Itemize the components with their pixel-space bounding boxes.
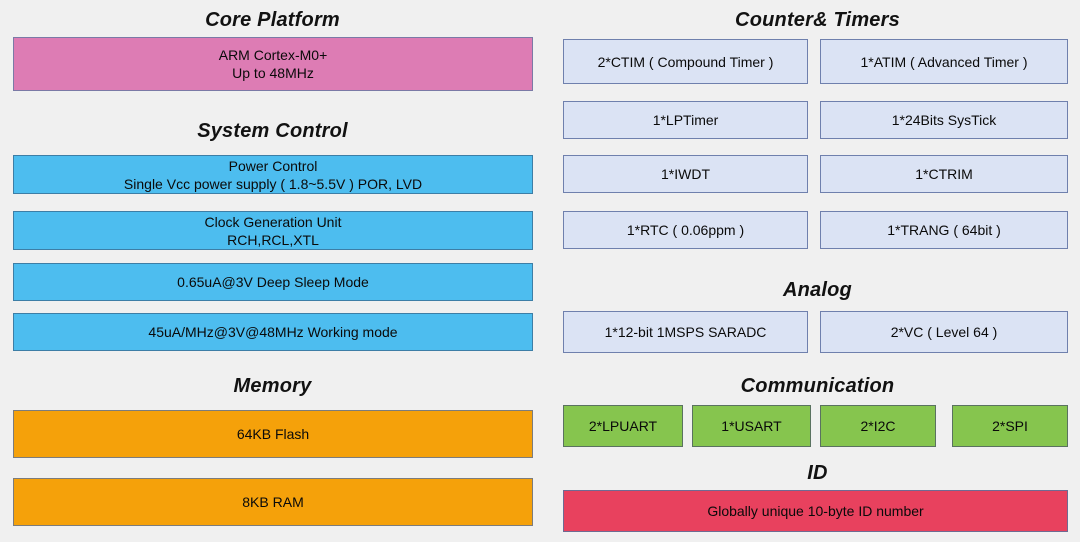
block-ram-label: 8KB RAM [242, 494, 304, 510]
block-systick-label: 1*24Bits SysTick [891, 112, 997, 128]
section-heading-system-control: System Control [197, 120, 348, 142]
block-flash: 64KB Flash [13, 410, 533, 458]
block-ctim: 2*CTIM ( Compound Timer ) [563, 39, 808, 84]
block-usart: 1*USART [692, 405, 811, 447]
block-rtc: 1*RTC ( 0.06ppm ) [563, 211, 808, 249]
block-i2c-label: 2*I2C [860, 418, 896, 434]
block-vc: 2*VC ( Level 64 ) [820, 311, 1068, 353]
block-clock-generation-unit: Clock Generation Unit RCH,RCL,XTL [13, 211, 533, 250]
block-spi-label: 2*SPI [992, 418, 1028, 434]
block-power-control: Power Control Single Vcc power supply ( … [13, 155, 533, 194]
block-usart-label: 1*USART [721, 418, 782, 434]
block-ram: 8KB RAM [13, 478, 533, 526]
block-iwdt-label: 1*IWDT [661, 166, 710, 182]
block-clock-generation-unit-label: Clock Generation Unit RCH,RCL,XTL [204, 213, 342, 248]
block-saradc: 1*12-bit 1MSPS SARADC [563, 311, 808, 353]
block-unique-id-label: Globally unique 10-byte ID number [707, 503, 924, 519]
block-systick: 1*24Bits SysTick [820, 101, 1068, 139]
section-heading-counter-timers: Counter& Timers [735, 9, 900, 31]
block-ctrim: 1*CTRIM [820, 155, 1068, 193]
block-lpuart-label: 2*LPUART [588, 418, 658, 434]
block-deep-sleep-mode: 0.65uA@3V Deep Sleep Mode [13, 263, 533, 301]
block-ctrim-label: 1*CTRIM [915, 166, 973, 182]
right-column: Counter& Timers 2*CTIM ( Compound Timer … [555, 0, 1080, 542]
block-working-mode-label: 45uA/MHz@3V@48MHz Working mode [148, 324, 398, 340]
block-power-control-label: Power Control Single Vcc power supply ( … [123, 157, 423, 192]
block-lptimer-label: 1*LPTimer [652, 112, 719, 128]
block-trang-label: 1*TRANG ( 64bit ) [887, 222, 1001, 238]
block-ctim-label: 2*CTIM ( Compound Timer ) [597, 53, 774, 70]
section-heading-memory: Memory [233, 375, 312, 397]
block-arm-cortex-m0: ARM Cortex-M0+ Up to 48MHz [13, 37, 533, 91]
section-heading-core-platform: Core Platform [205, 9, 340, 31]
block-arm-cortex-m0-label: ARM Cortex-M0+ Up to 48MHz [218, 47, 328, 81]
block-atim-label: 1*ATIM ( Advanced Timer ) [860, 53, 1028, 70]
block-lptimer: 1*LPTimer [563, 101, 808, 139]
block-deep-sleep-mode-label: 0.65uA@3V Deep Sleep Mode [177, 274, 369, 290]
section-heading-id: ID [807, 462, 828, 484]
block-vc-label: 2*VC ( Level 64 ) [890, 324, 998, 340]
block-working-mode: 45uA/MHz@3V@48MHz Working mode [13, 313, 533, 351]
block-unique-id: Globally unique 10-byte ID number [563, 490, 1068, 532]
block-rtc-label: 1*RTC ( 0.06ppm ) [626, 222, 745, 238]
block-trang: 1*TRANG ( 64bit ) [820, 211, 1068, 249]
block-flash-label: 64KB Flash [236, 426, 310, 442]
section-heading-analog: Analog [783, 279, 852, 301]
section-heading-communication: Communication [740, 375, 895, 397]
block-atim: 1*ATIM ( Advanced Timer ) [820, 39, 1068, 84]
block-spi: 2*SPI [952, 405, 1068, 447]
block-i2c: 2*I2C [820, 405, 936, 447]
block-iwdt: 1*IWDT [563, 155, 808, 193]
left-column: Core Platform ARM Cortex-M0+ Up to 48MHz… [13, 9, 533, 526]
block-saradc-label: 1*12-bit 1MSPS SARADC [604, 324, 767, 340]
block-lpuart: 2*LPUART [563, 405, 683, 447]
